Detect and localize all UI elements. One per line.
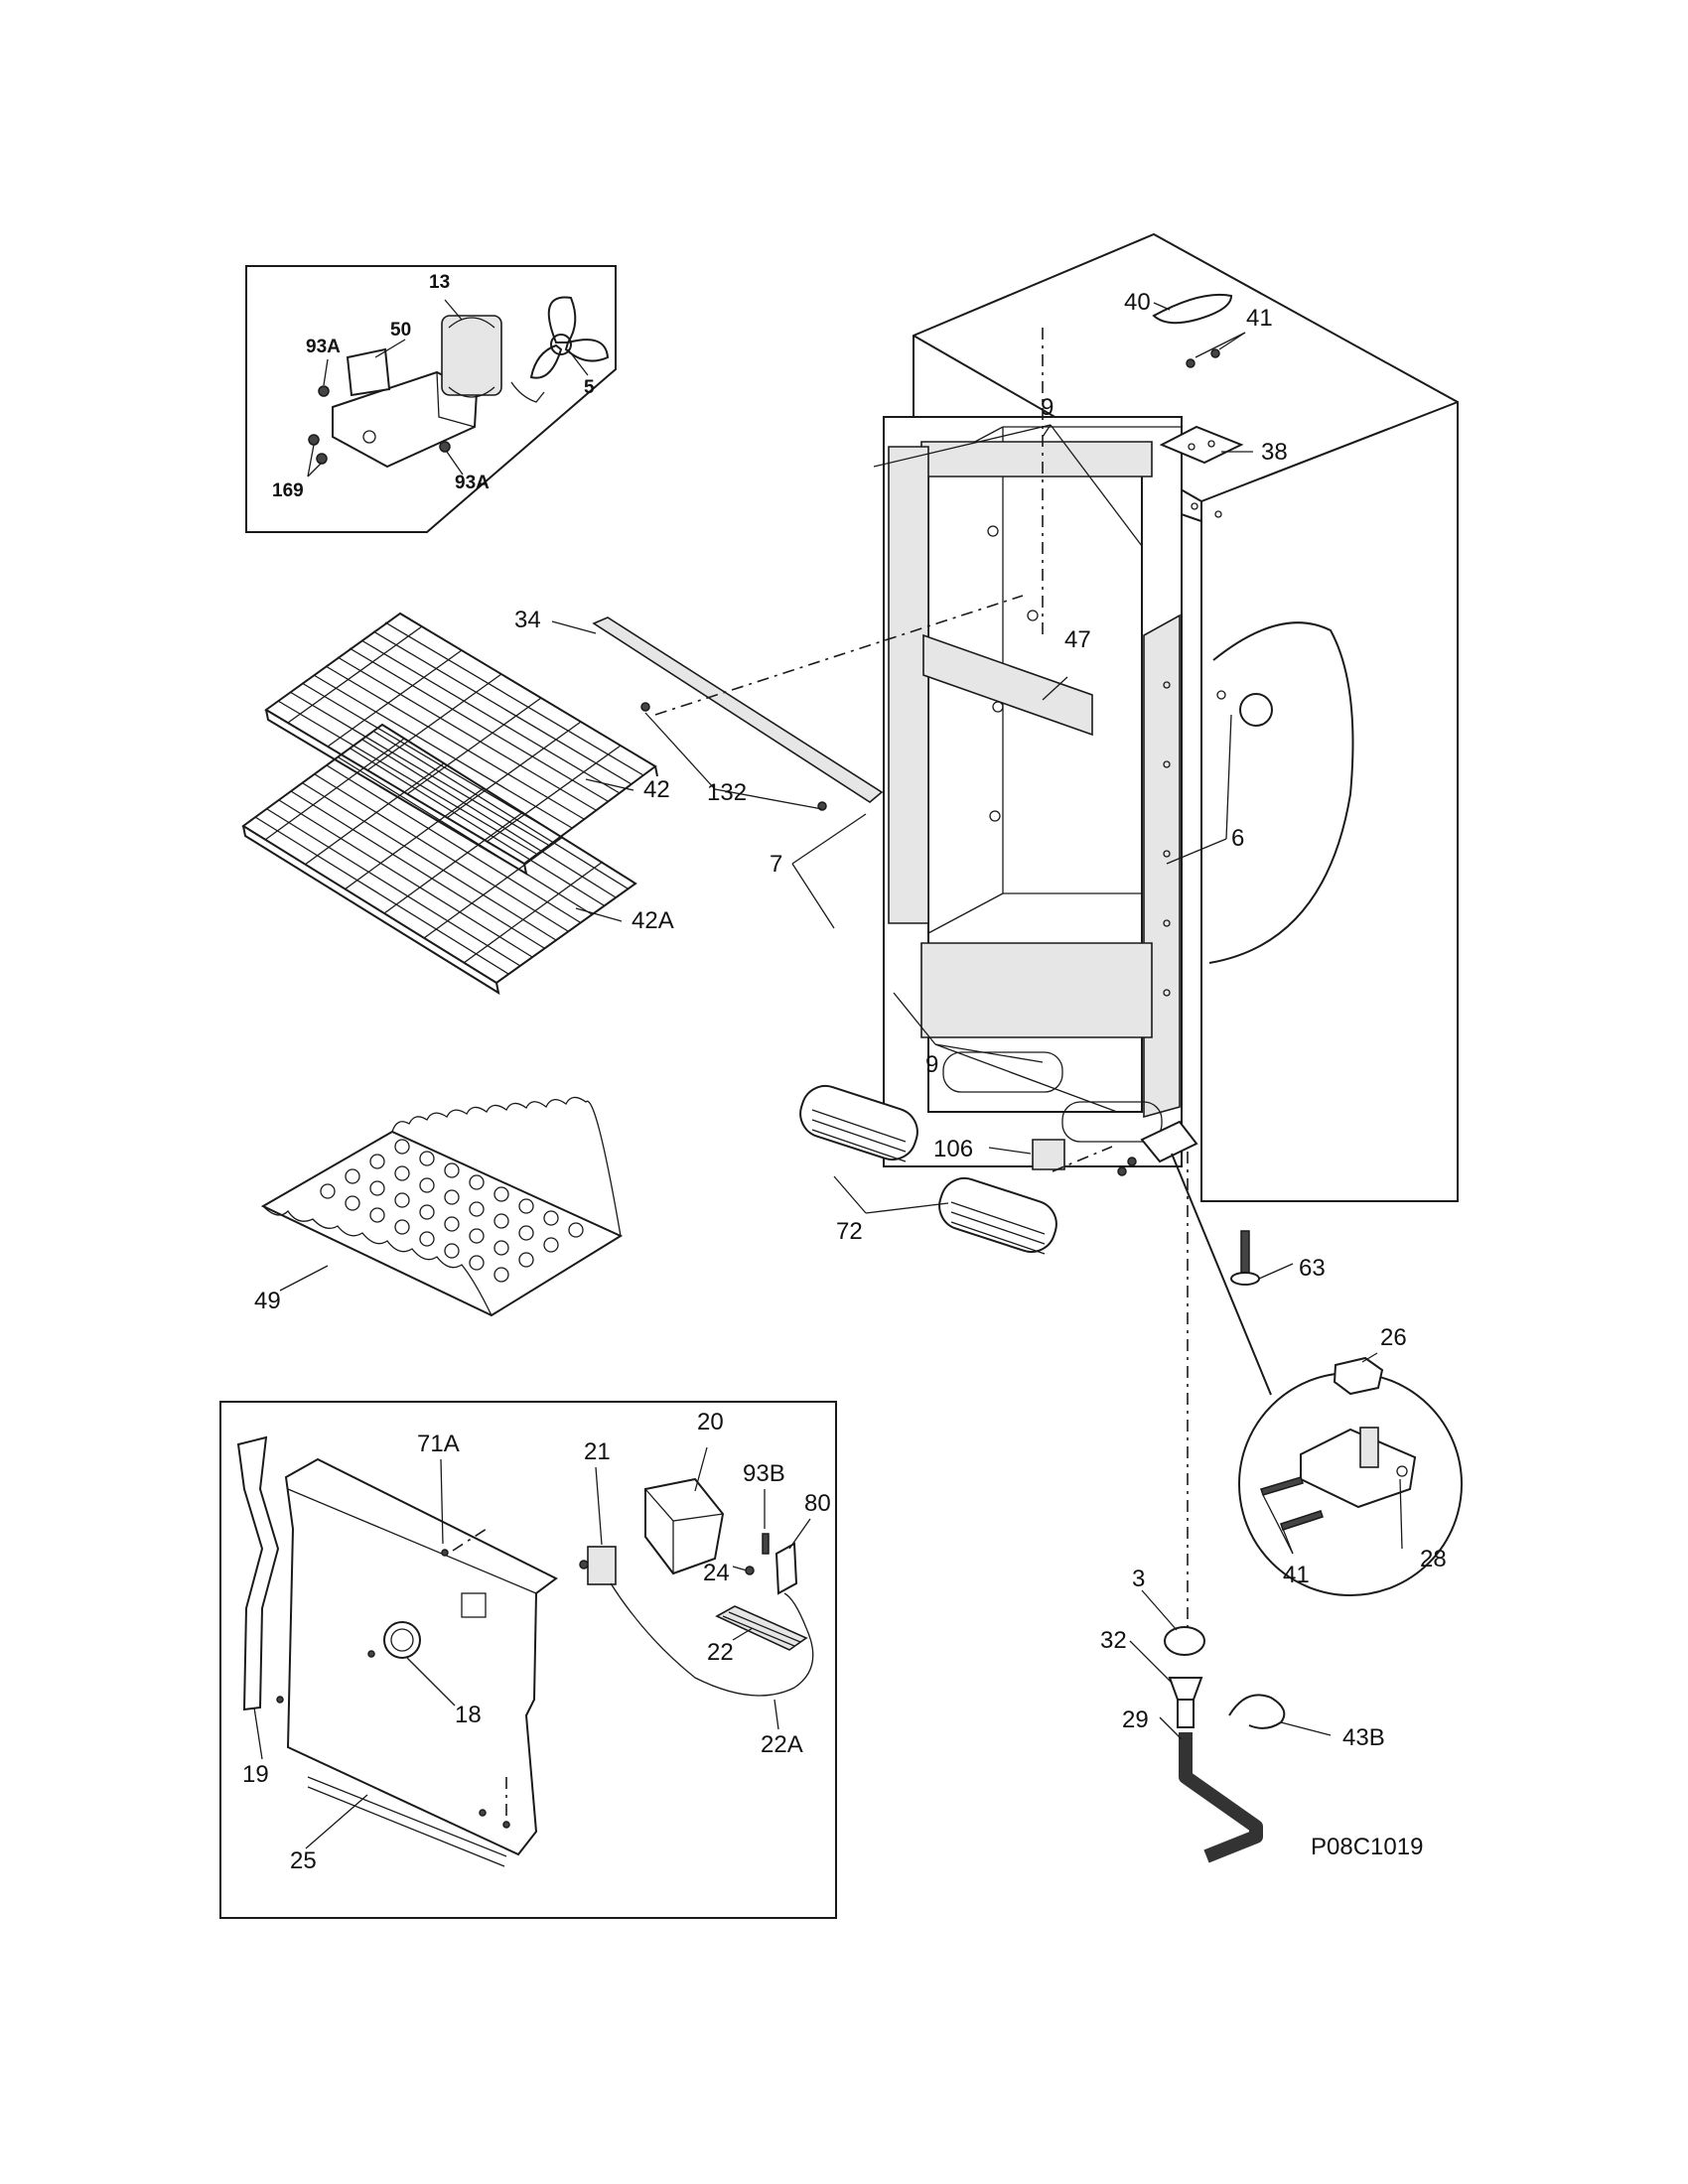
label-28: 28	[1420, 1546, 1447, 1572]
top-cover	[1152, 293, 1233, 325]
label-22: 22	[707, 1639, 734, 1666]
label-7: 7	[770, 851, 782, 878]
leveler	[1230, 1272, 1260, 1286]
drain-adapter	[1168, 1677, 1203, 1701]
label-63: 63	[1299, 1255, 1326, 1282]
basket-holes	[320, 1139, 584, 1283]
drain-adapter-stem	[1177, 1699, 1195, 1728]
fan-motor	[441, 315, 502, 396]
screw-93a-bottom	[439, 441, 451, 453]
control-inset-frame	[219, 1401, 837, 1919]
label-106: 106	[933, 1136, 973, 1162]
gasket-left-piece	[888, 446, 929, 924]
fan-blade-top	[547, 296, 577, 343]
label-22a: 22A	[761, 1731, 803, 1758]
label-fan-93a-bottom: 93A	[455, 473, 490, 493]
label-32: 32	[1100, 1627, 1127, 1654]
hinge-bottom	[1140, 1120, 1198, 1163]
control-inset: 71A 21 20 93B 80 24 22 22A 18 19 25	[219, 1401, 837, 1919]
label-fan-93a-top: 93A	[306, 337, 341, 357]
fan-blade-right	[564, 339, 610, 362]
label-21: 21	[584, 1438, 611, 1465]
label-9-top: 9	[1041, 394, 1054, 421]
wire-harness	[610, 1582, 814, 1697]
fan-inset-frame	[245, 265, 617, 533]
label-19: 19	[242, 1761, 269, 1788]
gasket-bottom-piece	[920, 942, 1153, 1038]
label-42a: 42A	[632, 907, 674, 934]
label-26: 26	[1380, 1324, 1407, 1351]
label-41-detail: 41	[1283, 1562, 1310, 1588]
control-panel	[284, 1457, 558, 1856]
label-20: 20	[697, 1409, 724, 1435]
label-29: 29	[1122, 1706, 1149, 1733]
fan-hub	[550, 334, 572, 355]
control-switch	[587, 1546, 617, 1585]
drain-assembly: 3 32 29 43B	[1100, 1566, 1385, 1863]
label-3: 3	[1132, 1566, 1145, 1592]
label-fan-13: 13	[429, 272, 450, 293]
label-93b: 93B	[743, 1460, 785, 1487]
fan-motor-inset: 13 50 93A 5 169 93A	[245, 265, 617, 533]
label-fan-50: 50	[390, 320, 411, 341]
fan-shield	[346, 347, 391, 397]
hinge-pin	[1359, 1427, 1379, 1468]
label-47: 47	[1064, 626, 1091, 653]
cabinet-assembly: 40 41 38 9 34 47 132 7 6 9 106 72 63	[514, 232, 1459, 1628]
wire-basket	[260, 1096, 624, 1317]
label-38: 38	[1261, 439, 1288, 466]
wire-shelf-lower	[241, 723, 637, 996]
shelves: 42 42A 49	[241, 612, 674, 1317]
mount-bracket	[774, 1542, 798, 1595]
label-41-top: 41	[1246, 305, 1273, 332]
drain-clip	[1228, 1694, 1286, 1729]
label-80: 80	[804, 1490, 831, 1517]
screw-93a-top	[318, 385, 330, 397]
fan-blade-left	[529, 343, 563, 379]
label-fan-169: 169	[272, 480, 304, 501]
hinge-cap	[1333, 1356, 1384, 1396]
label-34: 34	[514, 607, 541, 633]
drawing-code: P08C1019	[1311, 1834, 1423, 1860]
grille-right	[938, 1176, 1057, 1254]
label-49: 49	[254, 1288, 281, 1314]
label-43b: 43B	[1342, 1724, 1385, 1751]
label-42: 42	[643, 776, 670, 803]
label-72: 72	[836, 1218, 863, 1245]
label-18: 18	[455, 1702, 482, 1728]
hinge-top	[1159, 425, 1244, 465]
label-71a: 71A	[417, 1431, 460, 1457]
label-40: 40	[1124, 289, 1151, 316]
control-knob	[383, 1621, 421, 1659]
trim-strip	[236, 1435, 280, 1711]
label-9-bottom: 9	[925, 1051, 938, 1078]
evaporator-plate	[1208, 621, 1354, 964]
label-fan-5: 5	[584, 377, 595, 398]
wire-shelf-upper	[264, 612, 658, 877]
label-25: 25	[290, 1847, 317, 1874]
screw-169-b	[316, 453, 328, 465]
hinge-detail: 26 28 41	[1238, 1324, 1463, 1596]
label-132: 132	[707, 779, 747, 806]
label-6: 6	[1231, 825, 1244, 852]
drain-tube	[1179, 1732, 1263, 1863]
screw-169-a	[308, 434, 320, 446]
label-24: 24	[703, 1560, 730, 1586]
switch-cover	[644, 1477, 725, 1575]
gasket-right-piece	[1143, 614, 1181, 1119]
left-liner-rail	[592, 616, 884, 803]
center-rail	[922, 633, 1093, 737]
grille-left	[799, 1084, 918, 1161]
filter-pad	[1032, 1139, 1065, 1170]
drain-plug	[1164, 1626, 1205, 1656]
